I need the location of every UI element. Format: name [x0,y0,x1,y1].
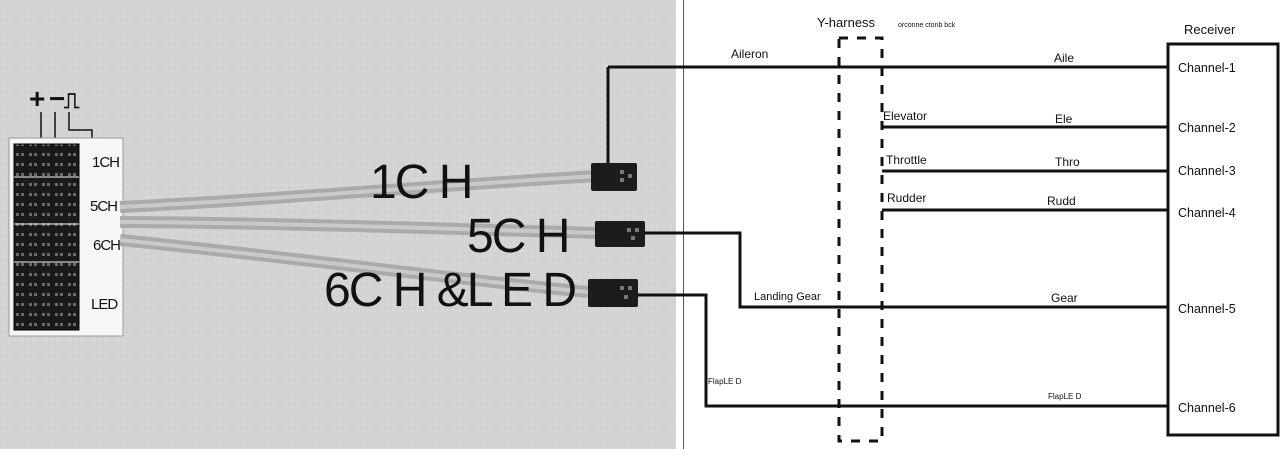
block-label-1ch: 1CH [92,154,119,171]
label-landing-gear: Landing Gear [754,291,821,303]
pin-header [13,143,80,331]
cable-label-5ch: 5C H [467,210,568,263]
y-harness-title: Y-harness [817,15,876,30]
label-aileron: Aileron [731,47,768,61]
receiver-title: Receiver [1184,22,1236,37]
y-harness-box [837,36,884,443]
label-ele: Ele [1055,112,1073,126]
label-aile: Aile [1054,51,1074,65]
channel-4: Channel-4 [1178,206,1236,220]
label-throttle: Throttle [886,153,927,167]
wire-flap-led [684,293,1168,408]
label-gear: Gear [1051,291,1078,305]
label-thro: Thro [1055,155,1080,169]
block-label-5ch: 5CH [90,198,117,215]
label-rudder: Rudder [887,191,926,205]
wires [684,65,1168,408]
label-elevator: Elevator [883,109,927,123]
wire-landing-gear [684,231,1168,309]
minus-symbol: − [49,83,65,114]
block-label-led: LED [91,296,118,313]
wiring-schematic: Y-harness orconne ctonb bck Receiver Ail… [684,15,1280,443]
label-rudd: Rudd [1047,194,1076,208]
plug-5ch [595,221,645,247]
label-flap-led-right: FlapLE D [1048,392,1082,401]
channel-1: Channel-1 [1178,61,1236,75]
channel-2: Channel-2 [1178,121,1236,135]
channel-6: Channel-6 [1178,401,1236,415]
y-harness-subtitle: orconne ctonb bck [898,22,956,29]
cable-label-1ch: 1C H [370,156,471,209]
plug-1ch [591,163,637,191]
signal-symbol: ⎍ [64,88,80,113]
plus-symbol: + [29,83,45,114]
wire-aileron [684,65,1168,69]
channel-3: Channel-3 [1178,164,1236,178]
connector-photo: + − ⎍ 1CH 5CH 6CH LED 1C H 5C H 6C H &L … [0,0,676,449]
channel-5: Channel-5 [1178,302,1236,316]
cable-label-6ch-led: 6C H &L E D [324,264,575,317]
block-label-6ch: 6CH [93,237,120,254]
plug-6ch-led [588,279,638,307]
panel-divider [683,0,684,449]
label-flap-led-left: FlapLE D [708,377,742,386]
receiver-box [1166,42,1280,437]
